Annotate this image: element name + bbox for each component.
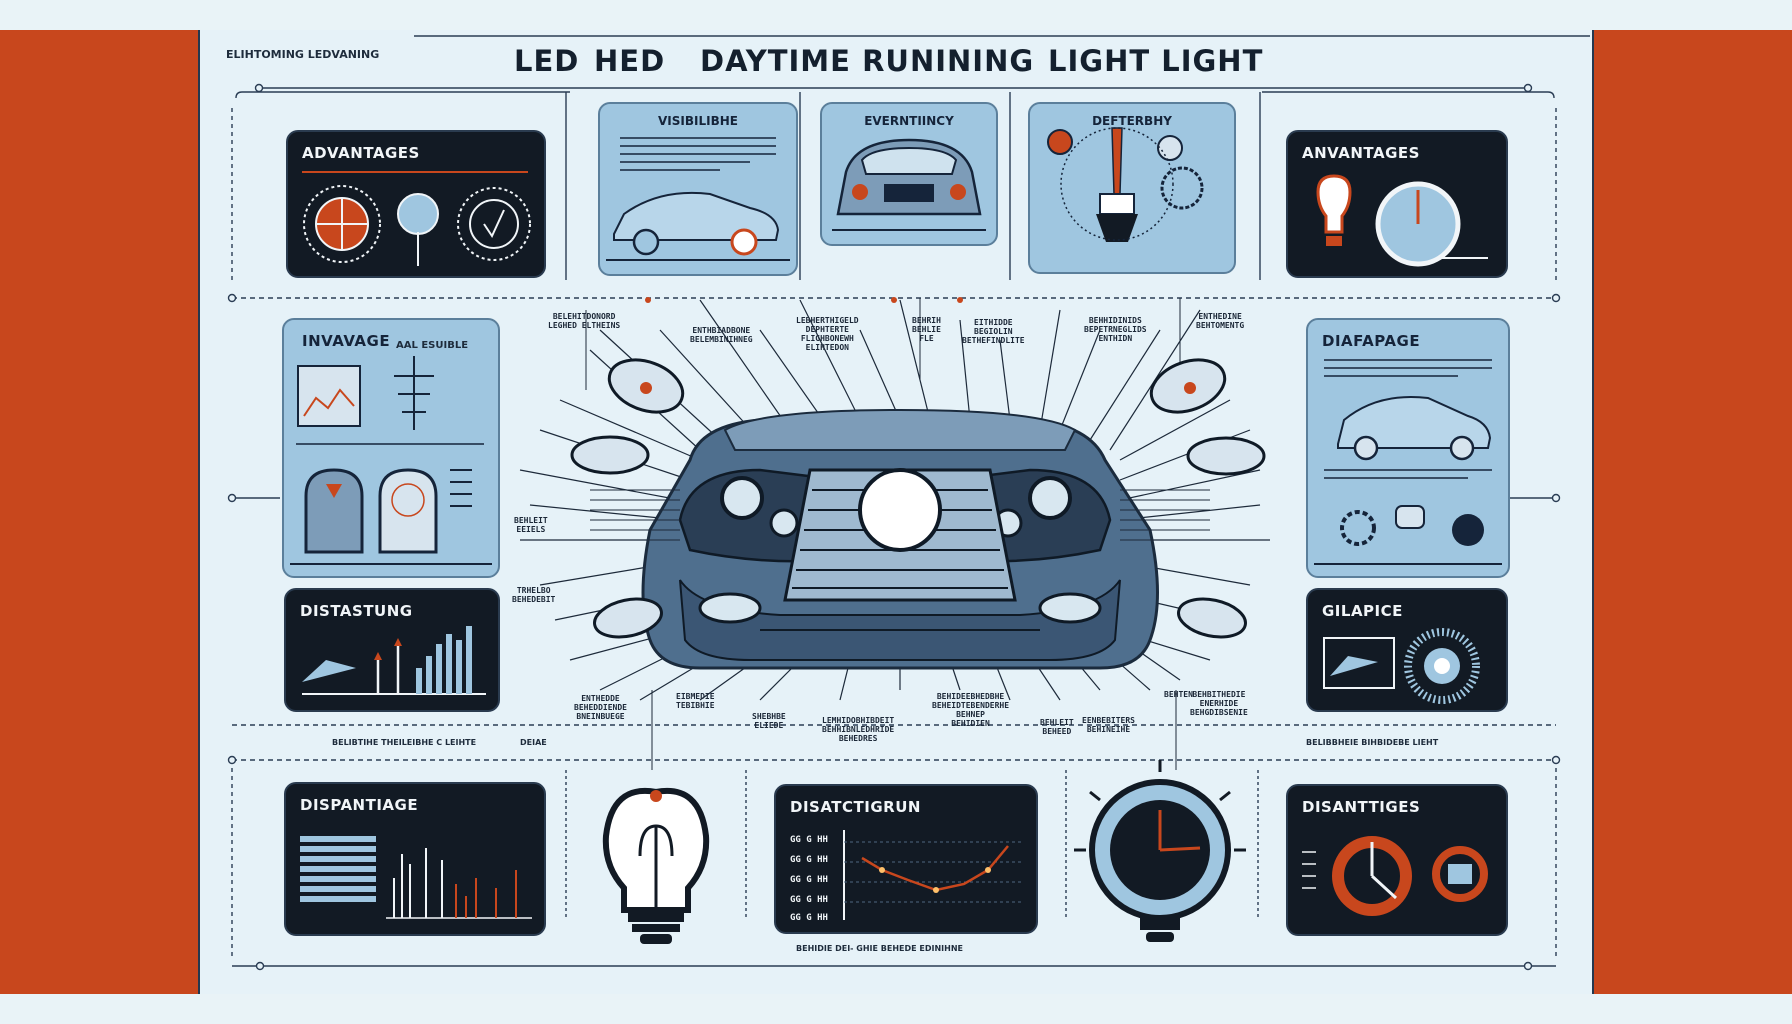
panel-title: DIAFAPAGE [1322,332,1421,350]
callout-label: EENBEBITERS BEHINEIHE [1082,716,1135,734]
graph-tick: GG G HH [790,895,828,905]
panel-title: ADVANTAGES [302,144,420,162]
footer-label-right: BELIBBHEIE BIHBIDEBE LIEHT [1306,738,1439,747]
callout-label: LEMHIDOBHIBDEIT BEHHIBNLEDHRIDE BEHEDRES [822,716,895,743]
footer-label-left: BELIBTIHE THEILEIBHE C LEIHTE [332,738,477,747]
callout-label: BEHRIH BEHLIE FLE [912,316,941,343]
right-lower-panel: GILAPICE [1306,588,1508,712]
callout-label: ENTHEDINE BEHTOMENTG [1196,312,1245,330]
title-part-2: HED [594,44,666,78]
callout-label: BELEHITDONORD LEGHED ELTHEINS [548,312,621,330]
graph-tick: GG G HH [790,855,828,865]
bottom-panel-left: DISPANTIAGE [284,782,546,936]
headlight-lenses [570,358,1266,639]
bulb-socket-icon [1047,127,1204,242]
gauge-icons [302,171,531,266]
top-panel-advantages-left: ADVANTAGES [286,130,546,278]
top-panel-visibility: VISIBILIBHE [598,102,798,276]
callout-label: BEHIDEEBHEDBHE BEHEIDTEBENDERHE BEHNEP B… [932,692,1010,728]
left-orange-band [0,30,198,994]
panel-title: DISPANTIAGE [300,796,419,814]
corner-label: ELIHTOMING LEDVANING [226,48,380,61]
panel-title: ANVANTAGES [1302,144,1420,162]
graph-tick: GG G HH [790,835,828,845]
callout-label: BEHTEN [1164,690,1193,699]
callout-label: SHEBHBE ELIEDE [752,712,786,730]
title-part-4: LIGHT LIGHT [1048,44,1264,78]
panel-title: DISATCTIGRUN [790,798,921,816]
pie-chart-icons [1302,836,1488,916]
front-car-icon [832,138,986,231]
callout-label: EIBMEDIE TEBIBHIE [676,692,715,710]
panel-subtitle: AAL ESUIBLE [396,340,469,351]
graph-tick: GG G HH [790,913,828,923]
panel-title: VISIBILIBHE [658,114,738,128]
callout-label: ENTHBIADBONE BELEMBINIHNEG [690,326,753,344]
chart-and-reflector-icons [290,356,492,565]
striped-bar-chart-icon [300,836,532,919]
left-lower-panel: DISTASTUNG [284,588,500,712]
top-panel-advantages-right: ANVANTAGES [1286,130,1508,278]
lightbulb-icon [602,788,710,944]
callout-label: ENTHEDDE BEHEDDIENDE BNEINBUEGE [574,694,627,721]
callout-label: BEHLEIT EEIELS [514,516,548,534]
panel-title: EVERNTIINCY [864,114,954,128]
right-upper-panel: DIAFAPAGE [1306,318,1510,578]
clock-gauge-icon [1074,760,1246,942]
right-orange-band [1592,30,1792,994]
side-car-icon [606,137,790,261]
title-part-3: DAYTIME RUNINING [700,44,1035,78]
callout-label: TRHELBO BEHEDEBIT [512,586,556,604]
callout-label: BEHBITHEDIE ENERHIDE BEHGDIBSENIE [1190,690,1248,717]
panel-title: INVAVAGE [302,332,391,350]
title-part-1: LED [514,44,580,78]
hatchback-and-parts-icons [1314,359,1502,565]
car-front-illustration [590,408,1210,670]
line-graph-icon [843,830,1024,920]
panel-title: DISTASTUNG [300,602,413,620]
panel-title: DEFTERBHY [1092,114,1172,128]
bottom-panel-center: DISATCTIGRUN GG G HH GG G HH GG G HH GG … [774,784,1038,934]
bar-graph-icon [302,626,486,695]
footer-label-bottom: BEHIDIE DEI- GHIE BEHEDE EDINIHNE [796,944,963,953]
callout-label: EITHIDDE BEGIOLIN BETHEFINDLITE [962,318,1025,345]
left-upper-panel: INVAVAGE AAL ESUIBLE [282,318,500,578]
callout-label: LEBHERTHIGELD DEPHTERTE FLIGHBONEWH ELIH… [796,316,859,352]
sunburst-icon [1323,628,1480,704]
panel-title: GILAPICE [1322,602,1403,620]
bottom-panel-right: DISANTTIGES [1286,784,1508,936]
bulb-gauge-icons [1316,174,1488,267]
panel-title: DISANTTIGES [1302,798,1421,816]
top-panel-efficiency: EVERNTIINCY [820,102,998,246]
callout-label: BEHHIDINIDS BEPETRNEGLIDS ENTHIDN [1084,316,1147,343]
top-panel-efficiency-detail: DEFTERBHY [1028,102,1236,274]
callout-label: BEHLEIT BEHEED [1040,718,1074,736]
graph-tick: GG G HH [790,875,828,885]
footer-label-left-small: DEIAE [520,738,547,747]
